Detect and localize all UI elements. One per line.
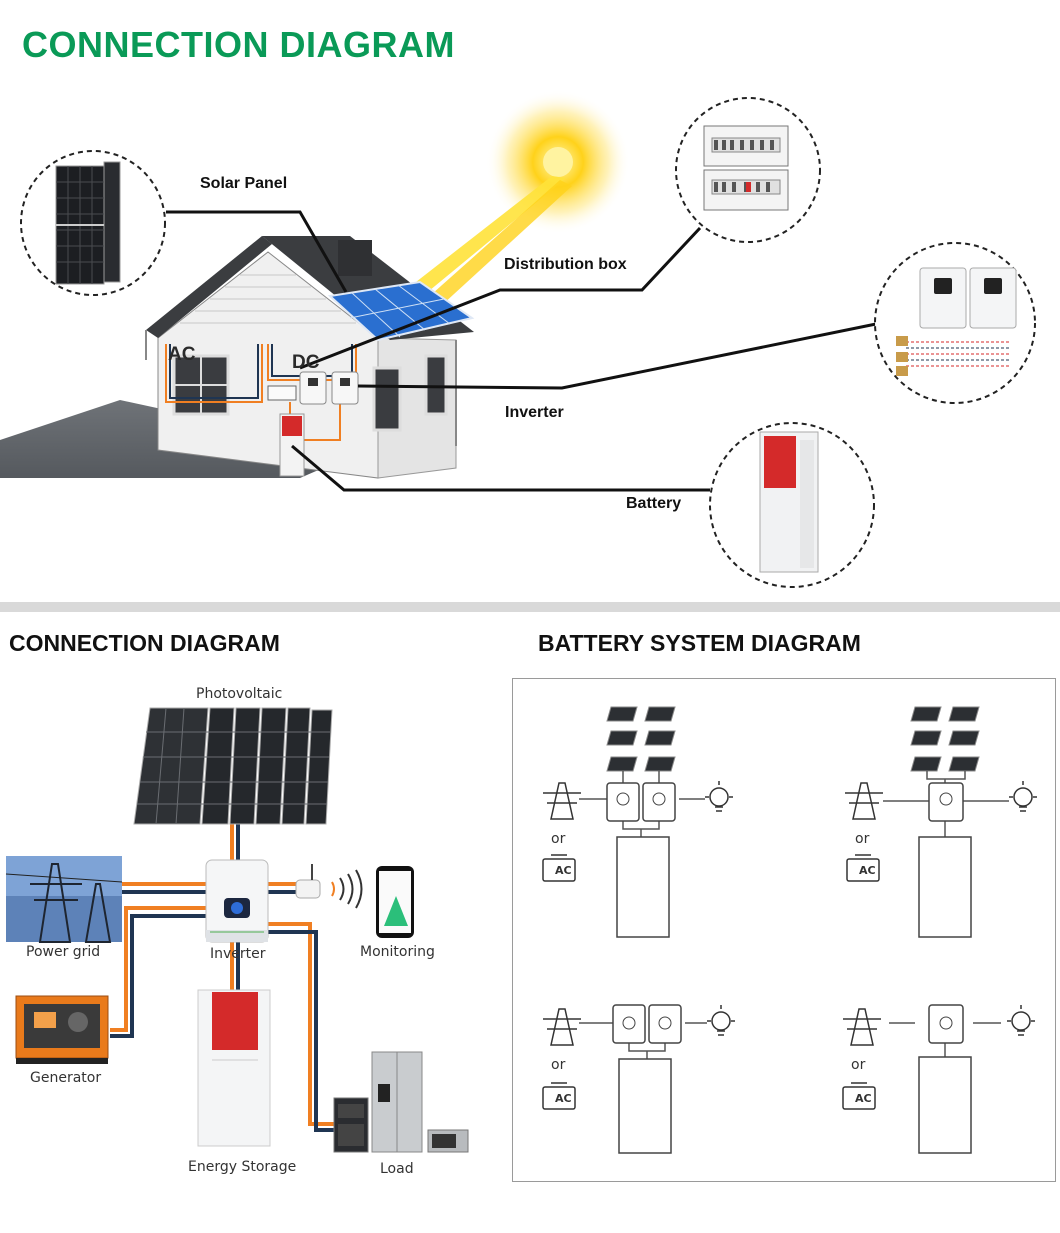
section-divider — [0, 602, 1060, 612]
energy-storage-icon — [197, 989, 271, 1147]
wall-inverter — [331, 371, 359, 405]
photovoltaic-panels-icon — [133, 707, 333, 825]
label-photovoltaic: Photovoltaic — [196, 686, 283, 702]
grid-tower-icon — [543, 782, 581, 820]
chimney — [338, 240, 372, 276]
light-bulb-icon — [1009, 781, 1037, 812]
connection-diagram-title: CONNECTION DIAGRAM — [9, 630, 280, 656]
battery-system-diagram: or or or or AC AC AC AC — [512, 678, 1056, 1182]
ac-label: AC — [859, 864, 876, 877]
grid-tower-icon — [845, 782, 883, 820]
window — [372, 366, 402, 432]
generator-ac-icon — [846, 854, 880, 882]
generator-ac-icon — [542, 854, 576, 882]
ac-label: AC — [555, 864, 572, 877]
sun-ray — [414, 180, 572, 316]
battery-cabinet-icon — [759, 431, 819, 573]
system-two-inverters-panels — [579, 706, 705, 938]
light-bulb-icon — [705, 781, 733, 812]
inverter-pair-icon — [896, 267, 1017, 376]
page-title: CONNECTION DIAGRAM — [22, 24, 455, 65]
load-appliances-icon — [333, 1051, 469, 1153]
power-grid-icon — [5, 856, 123, 943]
monitoring-phone-icon — [376, 866, 414, 938]
window — [424, 354, 448, 416]
label-generator: Generator — [30, 1070, 102, 1086]
generator-icon — [15, 995, 109, 1064]
label-monitoring: Monitoring — [360, 944, 435, 960]
light-bulb-icon — [1007, 1005, 1035, 1036]
house-connection-diagram: CONNECTION DIAGRAM — [0, 0, 1060, 602]
solar-panel-icon — [55, 161, 121, 285]
roof-solar-panel — [327, 280, 475, 342]
wall-distribution-box — [267, 385, 297, 401]
distribution-box-icon — [703, 125, 789, 211]
or-label: or — [551, 831, 566, 847]
connection-diagram-illustration — [5, 707, 469, 1153]
generator-ac-icon — [842, 1082, 876, 1110]
light-bulb-icon — [707, 1005, 735, 1036]
or-label: or — [855, 831, 870, 847]
label-distribution-box: Distribution box — [504, 256, 627, 273]
leader-inverter — [357, 322, 877, 390]
label-inverter-small: Inverter — [210, 946, 266, 962]
leader-battery — [291, 444, 710, 492]
battery-system-title: BATTERY SYSTEM DIAGRAM — [538, 630, 861, 656]
label-battery: Battery — [626, 495, 682, 512]
system-one-inverter-panels — [883, 706, 1009, 938]
or-label: or — [551, 1057, 566, 1073]
label-ac: AC — [168, 344, 196, 365]
system-two-inverters — [579, 1004, 707, 1154]
label-energy-storage: Energy Storage — [188, 1159, 297, 1175]
wifi-dongle-icon — [295, 864, 363, 909]
label-load: Load — [380, 1161, 414, 1177]
leader-distribution-box — [299, 226, 702, 370]
label-inverter: Inverter — [505, 404, 564, 421]
sun-ray — [398, 176, 566, 300]
system-one-inverter — [889, 1004, 1001, 1154]
house-illustration — [0, 90, 1036, 588]
grid-tower-icon — [543, 1008, 581, 1046]
leader-solar-panel — [166, 210, 348, 293]
wall-inverter — [299, 371, 327, 405]
or-label: or — [851, 1057, 866, 1073]
grid-tower-icon — [843, 1008, 881, 1046]
generator-ac-icon — [542, 1082, 576, 1110]
label-power-grid: Power grid — [26, 944, 101, 960]
battery-system-illustration — [542, 706, 1037, 1154]
inverter-icon — [205, 859, 269, 943]
ac-label: AC — [855, 1092, 872, 1105]
label-solar-panel: Solar Panel — [200, 175, 288, 192]
ac-label: AC — [555, 1092, 572, 1105]
bottom-diagrams: CONNECTION DIAGRAM BATTERY SYSTEM DIAGRA… — [0, 612, 1060, 1233]
label-dc: DC — [292, 352, 320, 373]
